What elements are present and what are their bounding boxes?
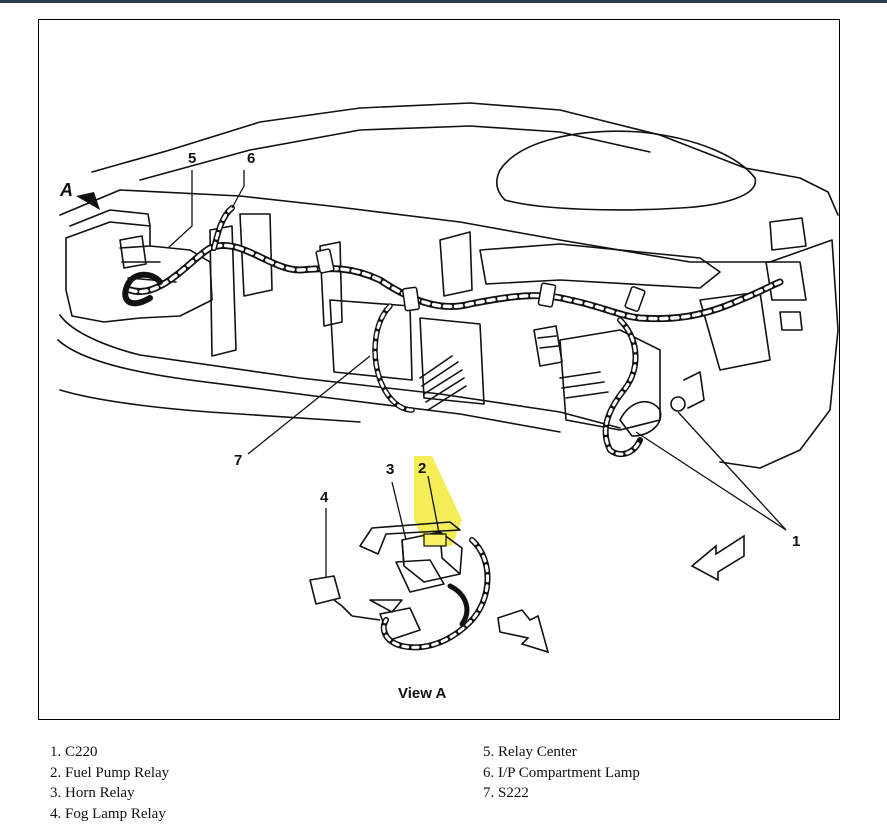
panel-i [699,291,771,371]
view-a-marker: A [59,180,100,210]
panel-f [419,317,485,405]
leader-2 [427,475,441,539]
legend-item: 7. S222 [483,785,529,801]
legend-right: 5. Relay Center 6. I/P Compartment Lamp … [483,742,640,804]
leader-7 [247,355,371,455]
s222-wires [419,355,467,411]
fog-lamp-relay [309,575,341,605]
legend-item: 6. I/P Compartment Lamp [483,764,640,781]
panel-d [329,299,413,381]
callout-5: 5 [188,150,197,167]
panel-g [479,243,721,289]
harness-branch-s222 [372,303,415,413]
dash-lower-rail [57,339,561,433]
top-rule [0,0,887,3]
dash-hump [495,130,756,211]
dash-top-outline [91,102,839,216]
diagram-frame [38,19,840,720]
relay-connector [119,235,147,269]
view-a-marker-letter: A [59,180,73,200]
callout-2: 2 [418,460,427,477]
view-a-harness [380,537,491,651]
leader-1a [677,411,787,531]
legend-item: 3. Horn Relay [50,785,135,801]
direction-arrow-left-icon [690,534,745,582]
panel-c [319,241,343,327]
right-bracket [769,217,807,251]
callout-3: 3 [386,461,395,478]
leader-6 [231,170,245,209]
panel-a [209,225,237,357]
harness-branch-right [602,317,643,458]
view-a-bracket [359,521,461,555]
callout-4: 4 [320,489,329,506]
view-label: View A [398,685,447,702]
harness-clip [537,282,557,308]
callout-7: 7 [234,452,243,469]
c220-connector [533,325,563,367]
harness-clip [402,286,420,312]
dash-top-inner [139,125,651,181]
fuel-pump-relay [423,533,447,547]
harness-clip [315,248,335,274]
leader-1b [635,431,787,531]
leader-3 [391,481,407,541]
harness-left-loop [122,271,163,307]
legend-item: 4. Fog Lamp Relay [50,805,166,822]
panel-e [439,231,473,297]
legend-item: 1. C220 [50,744,98,760]
dash-lower-edge [59,314,621,429]
view-a-arrow-icon [76,192,100,210]
direction-arrow-right-icon [497,609,550,654]
c220-cone [619,400,662,437]
legend-item: 5. Relay Center [483,744,577,760]
dash-face [59,189,839,469]
leader-5 [167,170,193,249]
panel-b [239,213,273,297]
legend-item: 2. Fuel Pump Relay [50,764,170,781]
horn-relay-connector [395,559,445,593]
harness-clip [624,286,646,312]
legend-left: 1. C220 2. Fuel Pump Relay 3. Horn Relay… [50,742,169,824]
callout-1: 1 [792,533,801,550]
dash-lower-rail-2 [59,389,361,423]
callout-6: 6 [247,150,256,167]
